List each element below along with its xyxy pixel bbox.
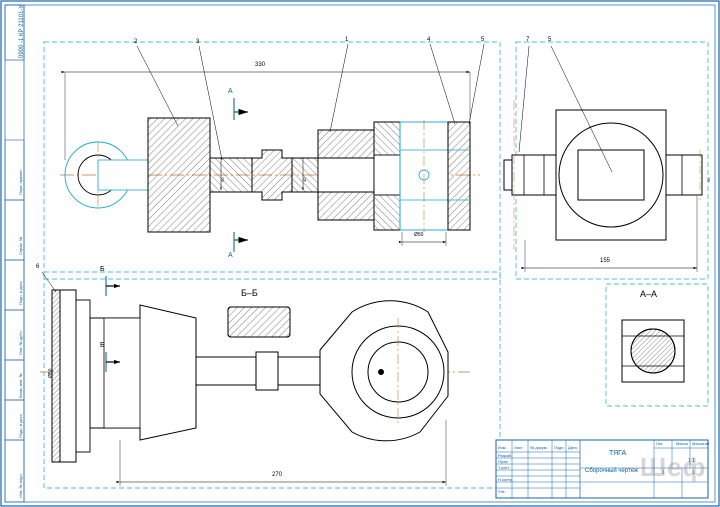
dim-bore-50: Ø50 — [414, 232, 424, 238]
dim-40-rod: 40 — [302, 177, 307, 182]
section-mark-b-top: Б — [100, 266, 105, 273]
tb-sheet-value: 1 — [662, 470, 665, 476]
tb-scale-label: Масштаб — [692, 441, 710, 446]
tb-doc-type: Сборочный чертеж — [585, 468, 639, 474]
tb-row-utv: Утв. — [498, 489, 506, 494]
balloon-3: 3 — [196, 39, 200, 45]
watermark: Шеф — [640, 452, 707, 482]
section-aa-label: A–A — [640, 289, 658, 299]
tb-scale-value: 1:1 — [688, 458, 695, 464]
balloon-4: 4 — [427, 37, 431, 43]
balloon-5: 5 — [481, 37, 485, 43]
tb-head-izm: Изм. — [498, 445, 507, 450]
margin-label-5: Подп. и дата — [18, 414, 23, 438]
margin-label-1: Справ. № — [18, 236, 23, 255]
section-mark-b-bottom: Б — [100, 342, 105, 349]
tb-row-nkontr: Н.контр. — [498, 477, 514, 482]
margin-label-3: Инв. № дубл. — [18, 330, 23, 355]
dim-270: 270 — [272, 472, 283, 478]
balloon-2: 2 — [134, 39, 138, 45]
tb-head-sign: Подп. — [554, 445, 565, 450]
section-bb-label: Б–Б — [241, 288, 258, 298]
balloon-6: 6 — [36, 264, 40, 270]
tb-lit-label: Лит. — [656, 441, 664, 446]
dim-50-rod: 50 — [220, 177, 225, 182]
tb-head-date: Дата — [568, 445, 577, 450]
balloon-5b: 5 — [548, 37, 552, 43]
margin-label-4: Взам. инв. № — [18, 373, 23, 398]
margin-label-6: Инв. № подл. — [18, 473, 23, 498]
dim-155: 155 — [600, 258, 611, 264]
tb-mass-label: Масса — [676, 441, 688, 446]
tb-head-docnum: № докум. — [530, 445, 548, 450]
tb-part-name: ТЯГА — [609, 450, 627, 457]
balloon-7: 7 — [526, 37, 530, 43]
tb-row-razrab: Разраб. — [498, 453, 513, 458]
sheet-top-stamp: 0900 -1 КР 21101-У — [19, 4, 25, 58]
section-mark-a-top: A — [228, 88, 233, 95]
tb-head-sheet: Лист — [514, 445, 523, 450]
tb-row-tkont: Т.конт. — [498, 465, 510, 470]
tb-sheets-value: 1 — [692, 470, 695, 476]
dim-330: 330 — [255, 62, 266, 68]
section-mark-a-bottom: A — [228, 252, 233, 259]
dim-height-50: Ø50 — [48, 368, 54, 378]
margin-label-2: Подп. и дата — [18, 281, 23, 305]
balloon-1: 1 — [345, 37, 349, 43]
tb-row-prov: Пров. — [498, 459, 509, 464]
margin-label-0: Перв. примен. — [18, 168, 23, 195]
dim-right-50: 50 — [706, 177, 711, 182]
